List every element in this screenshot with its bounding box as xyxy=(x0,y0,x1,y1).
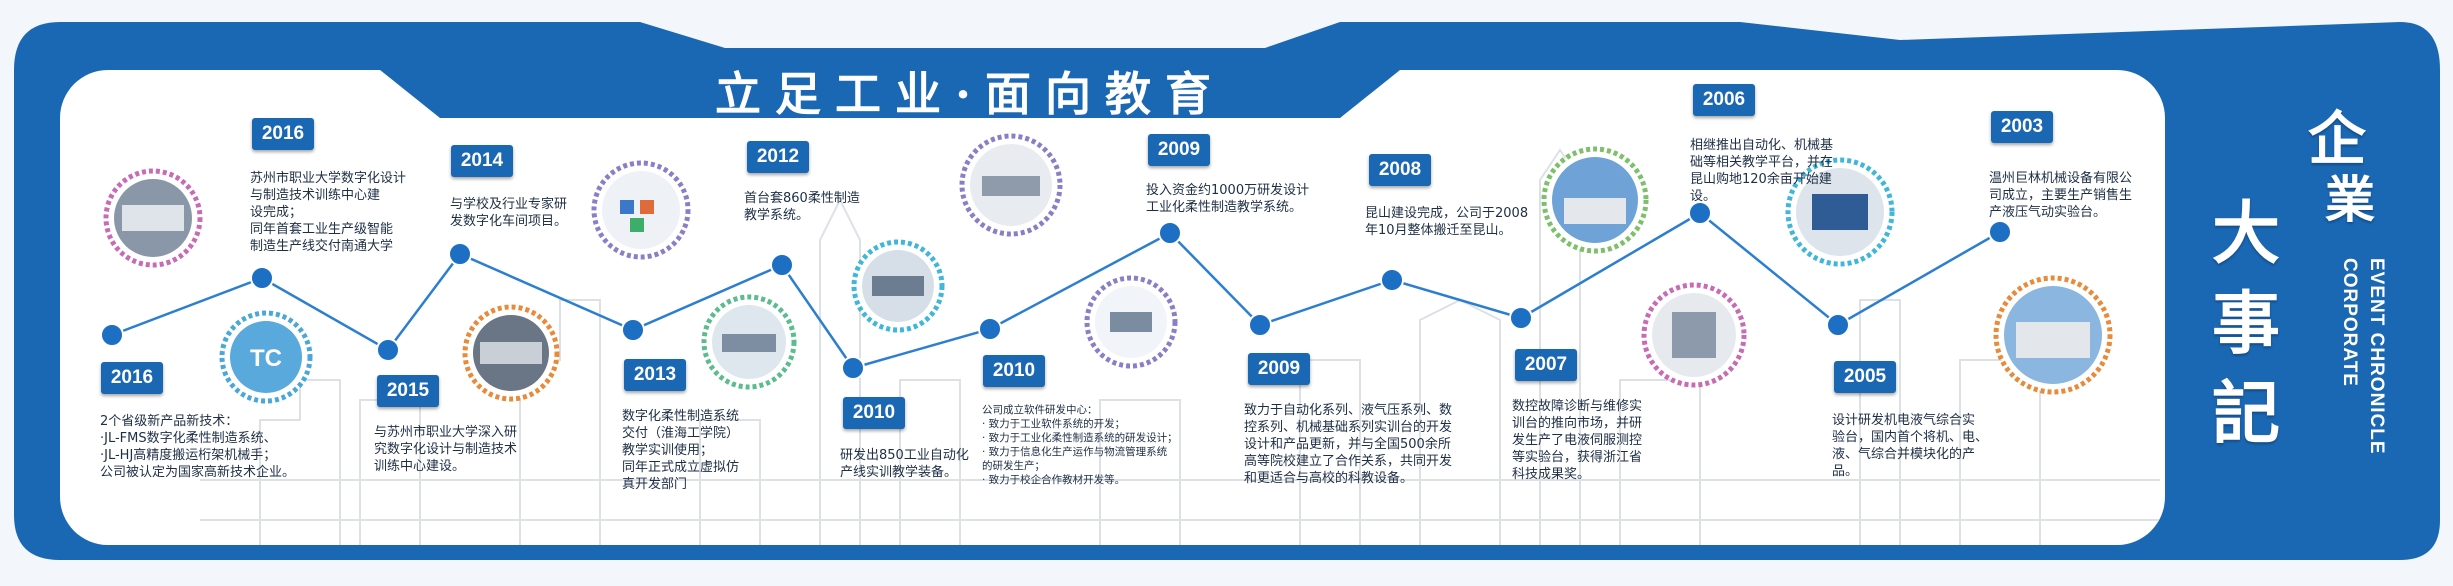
side-title-char: 事 xyxy=(2212,284,2281,364)
photo-medallion xyxy=(1541,146,1649,254)
event-description: 相继推出自动化、机械基 础等相关教学平台，并在 昆山购地120余亩开始建 设。 xyxy=(1690,138,1834,204)
photo-medallion xyxy=(1993,275,2113,395)
event-description: 致力于自动化系列、液气压系列、数 控系列、机械基础系列实训台的开发 设计和产品更… xyxy=(1244,403,1453,486)
side-subtitle-en: CORPORATE xyxy=(2339,258,2360,387)
event-description: 数控故障诊断与维修实 训台的推向市场，并研 发生产了电液伺服测控 等实验台，获得… xyxy=(1512,399,1643,482)
side-title-char: 業 xyxy=(2325,170,2375,229)
photo-medallion xyxy=(103,168,203,268)
timeline-node xyxy=(376,338,400,362)
timeline-node xyxy=(1826,313,1850,337)
timeline-node xyxy=(978,317,1002,341)
photo-medallion xyxy=(701,294,797,390)
event-description: 数字化柔性制造系统 交付（淮海工学院） 教学实训使用； 同年正式成立虚拟仿 真开… xyxy=(622,409,740,492)
event-description: 首台套860柔性制造 教学系统。 xyxy=(744,191,860,223)
event-description: 与苏州市职业大学深入研 究数字化设计与制造技术 训练中心建设。 xyxy=(374,425,518,474)
year-badge: 2016 xyxy=(101,362,163,394)
event-description: 公司成立软件研发中心： · 致力于工业软件系统的开发； · 致力于工业化柔性制造… xyxy=(982,404,1178,486)
timeline-node xyxy=(1988,220,2012,244)
side-title-char: 企 xyxy=(2308,105,2367,173)
timeline-node xyxy=(1158,221,1182,245)
year-badge: 2010 xyxy=(843,397,905,429)
side-title-char: 記 xyxy=(2212,374,2281,454)
event-description: 研发出850工业自动化 产线实训教学装备。 xyxy=(840,448,969,480)
year-badge: 2013 xyxy=(624,359,686,391)
year-badge: 2005 xyxy=(1834,361,1896,393)
timeline-node xyxy=(250,266,274,290)
timeline-node xyxy=(1688,201,1712,225)
year-badge: 2003 xyxy=(1991,111,2053,143)
event-description: 昆山建设完成，公司于2008 年10月整体搬迁至昆山。 xyxy=(1365,206,1529,238)
event-description: 与学校及行业专家研 发数字化车间项目。 xyxy=(450,197,568,229)
timeline-node xyxy=(448,242,472,266)
year-badge: 2007 xyxy=(1515,349,1577,381)
side-subtitle-en: EVENT CHRONICLE xyxy=(2366,258,2387,455)
year-badge: 2012 xyxy=(747,141,809,173)
year-badge: 2016 xyxy=(252,118,314,150)
year-badge: 2008 xyxy=(1369,154,1431,186)
timeline-node xyxy=(621,318,645,342)
timeline-node xyxy=(1380,268,1404,292)
year-badge: 2009 xyxy=(1148,134,1210,166)
photo-medallion xyxy=(959,133,1063,237)
event-description: 投入资金约1000万研发设计 工业化柔性制造教学系统。 xyxy=(1146,183,1310,215)
event-description: 苏州市职业大学数字化设计 与制造技术训练中心建 设完成； 同年首套工业生产级智能… xyxy=(250,171,407,254)
photo-medallion xyxy=(1641,282,1747,388)
timeline-node xyxy=(770,253,794,277)
banner-title: 立足工业·面向教育 xyxy=(714,67,1225,121)
photo-medallion xyxy=(1785,157,1895,267)
title-tab xyxy=(380,70,1400,118)
year-badge: 2015 xyxy=(377,375,439,407)
event-description: 设计研发机电液气综合实 验台，国内首个将机、电、 液、气综合并模块化的产 品。 xyxy=(1832,413,1989,479)
photo-medallion: TC xyxy=(219,310,313,404)
side-title-char: 大 xyxy=(2212,194,2281,274)
photo-medallion xyxy=(462,304,560,402)
timeline-node xyxy=(1248,313,1272,337)
timeline-node xyxy=(100,323,124,347)
event-description: 2个省级新产品新技术： ·JL-FMS数字化柔性制造系统、 ·JL-HJ高精度搬… xyxy=(100,414,296,480)
year-badge: 2009 xyxy=(1248,353,1310,385)
event-description: 温州巨林机械设备有限公 司成立，主要生产销售生 产液压气动实验台。 xyxy=(1989,171,2133,220)
year-badge: 2010 xyxy=(983,355,1045,387)
timeline-node xyxy=(841,356,865,380)
photo-medallion xyxy=(851,239,945,333)
photo-medallion xyxy=(1084,275,1178,369)
year-badge: 2014 xyxy=(451,145,513,177)
photo-medallion xyxy=(591,160,691,260)
timeline-node xyxy=(1509,306,1533,330)
svg-text:TC: TC xyxy=(250,345,282,372)
year-badge: 2006 xyxy=(1693,84,1755,116)
